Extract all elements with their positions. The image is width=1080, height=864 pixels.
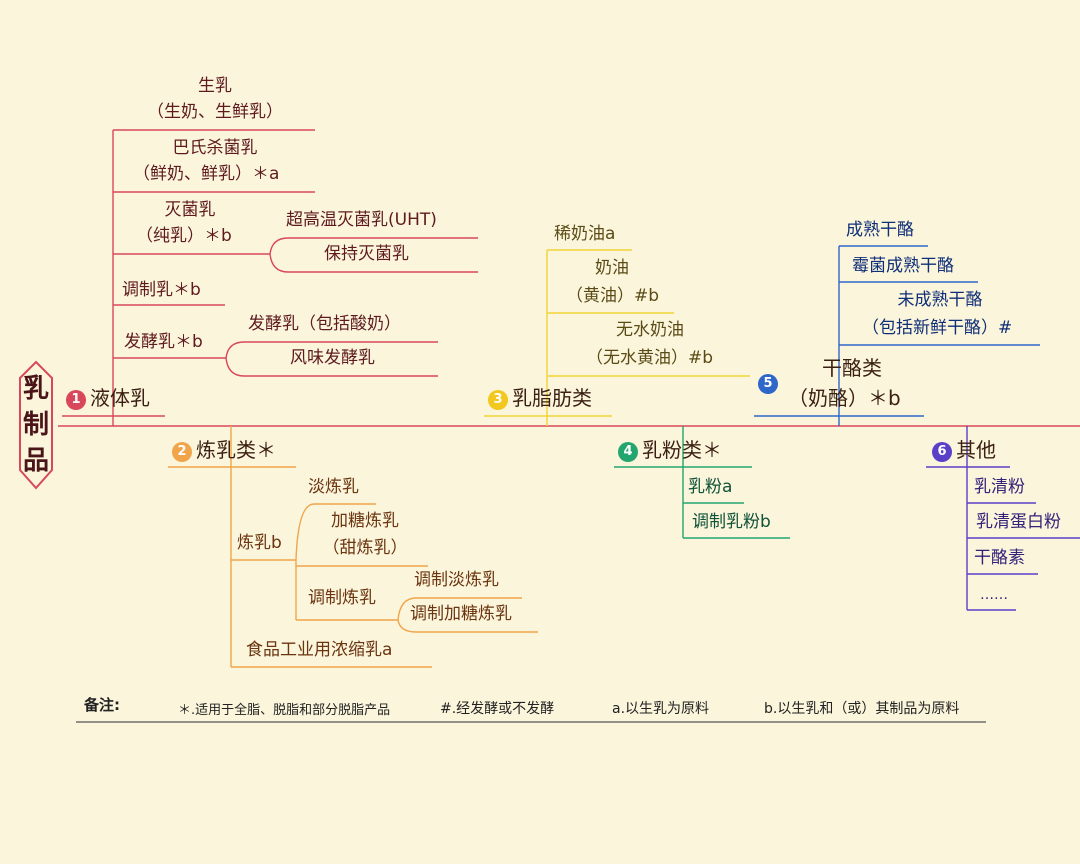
- b5-unripened-cheese: 未成熟干酪: [897, 290, 983, 310]
- b2-modified-sweetened: 调制加糖炼乳: [410, 604, 512, 624]
- branch4-number-badge: 4: [618, 442, 638, 462]
- branch1-label: 液体乳: [90, 386, 150, 410]
- b3-butter-alias: （黄油）#b: [566, 286, 660, 306]
- branch3-label: 乳脂肪类: [512, 386, 592, 410]
- root-char-1: 乳: [22, 374, 49, 404]
- note-b: b.以生乳和（或）其制品为原料: [764, 701, 960, 717]
- branch4-lines: [614, 426, 790, 539]
- b6-whey-powder: 乳清粉: [974, 477, 1025, 497]
- branch3-lines: [484, 249, 750, 426]
- branch3-number-badge: 3: [488, 390, 508, 410]
- b3-anhydrous-milk-fat: 无水奶油: [616, 320, 684, 340]
- root-node: 乳 制 品: [14, 360, 58, 488]
- branch2-number-badge: 2: [172, 442, 192, 462]
- b1-fermented-yogurt: 发酵乳（包括酸奶）: [248, 314, 401, 334]
- branch5-number-badge: 5: [758, 374, 778, 394]
- b2-sweetened-alias: （甜炼乳）: [322, 538, 408, 558]
- b3-anhydrous-alias: （无水黄油）#b: [586, 348, 714, 368]
- branch5-label: 干酪类: [822, 356, 882, 380]
- b5-ripened-cheese: 成熟干酪: [846, 220, 914, 240]
- b1-fermented-milk: 发酵乳＊b: [124, 332, 203, 352]
- root-char-3: 品: [22, 446, 49, 476]
- b4-modified-milk-powder: 调制乳粉b: [692, 512, 771, 532]
- branch2-lines: [168, 426, 538, 668]
- note-hash: #.经发酵或不发酵: [440, 701, 555, 717]
- b5-mould-ripened-cheese: 霉菌成熟干酪: [852, 256, 954, 276]
- branch6-number-badge: 6: [932, 442, 952, 462]
- note-asterisk: ＊.适用于全脂、脱脂和部分脱脂产品: [178, 703, 391, 718]
- b1-sterilized-alias: （纯乳）＊b: [136, 226, 232, 246]
- b1-raw-milk: 生乳: [198, 76, 232, 96]
- branch1-number-badge: 1: [66, 390, 86, 410]
- b2-evaporated-milk: 淡炼乳: [308, 477, 359, 497]
- b6-casein: 干酪素: [974, 548, 1025, 568]
- branch5-lines: [754, 245, 1040, 426]
- note-a: a.以生乳为原料: [612, 701, 710, 717]
- b1-modified-milk: 调制乳＊b: [122, 280, 201, 300]
- branch6-lines: [926, 426, 1080, 611]
- b5-fresh-cheese-alias: （包括新鲜干酪）#: [862, 318, 1013, 338]
- b3-butter: 奶油: [595, 258, 629, 278]
- b1-pasteurized-alias: （鲜奶、鲜乳）＊a: [133, 164, 280, 184]
- branch1-lines: [62, 129, 478, 426]
- b3-cream: 稀奶油a: [554, 224, 616, 244]
- b6-whey-protein-powder: 乳清蛋白粉: [976, 512, 1061, 532]
- notes-label: 备注:: [84, 696, 120, 714]
- b2-industrial-concentrated: 食品工业用浓缩乳a: [246, 640, 393, 660]
- b1-pasteurized-milk: 巴氏杀菌乳: [172, 138, 258, 158]
- b1-sterilized-milk: 灭菌乳: [164, 200, 216, 220]
- b1-raw-milk-alias: （生奶、生鲜乳）: [147, 102, 283, 122]
- b2-sweetened-condensed: 加糖炼乳: [331, 511, 399, 531]
- root-char-2: 制: [22, 410, 49, 440]
- branch6-label: 其他: [956, 438, 996, 462]
- b4-milk-powder: 乳粉a: [688, 477, 733, 497]
- b1-flavored-fermented: 风味发酵乳: [290, 348, 375, 368]
- branch2-label: 炼乳类＊: [196, 438, 276, 462]
- branch4-label: 乳粉类＊: [642, 438, 722, 462]
- b2-modified-condensed: 调制炼乳: [308, 588, 376, 608]
- branch5-label-alias: （奶酪）＊b: [788, 386, 901, 410]
- b1-retort-sterilized: 保持灭菌乳: [324, 244, 409, 264]
- root-box-outline: [19, 360, 53, 490]
- b2-condensed-milk: 炼乳b: [237, 533, 282, 553]
- b2-modified-evaporated: 调制淡炼乳: [414, 570, 499, 590]
- b6-etc: ……: [980, 587, 1008, 603]
- b1-uht-milk: 超高温灭菌乳(UHT): [286, 210, 437, 230]
